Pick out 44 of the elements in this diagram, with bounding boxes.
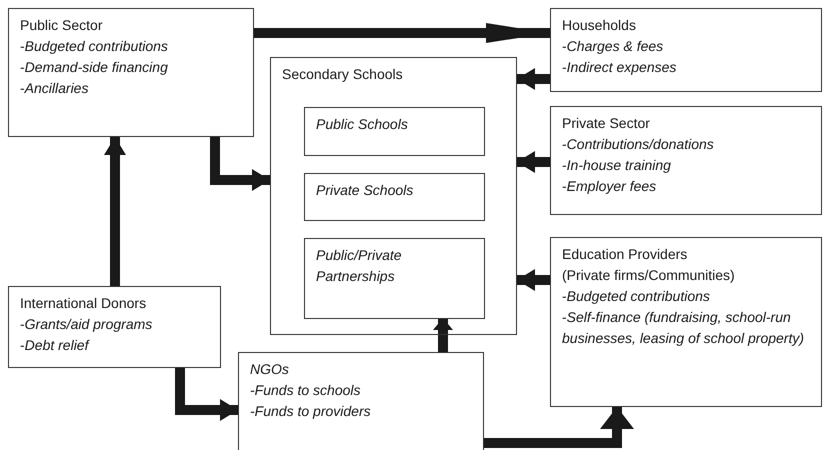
- node-text: -Self-finance (fundraising, school-run businesses, leasing of school property): [562, 308, 806, 348]
- node-heading: Education Providers: [562, 245, 688, 264]
- arrow: [175, 368, 238, 421]
- node-box: [550, 8, 822, 92]
- node-text: -Funds to providers: [250, 402, 372, 421]
- arrow: [210, 137, 270, 191]
- node-box: [270, 57, 517, 335]
- node-heading: International Donors: [20, 294, 148, 313]
- node-heading: Public/Private Partnerships: [316, 246, 403, 286]
- arrow: [517, 151, 550, 173]
- node-heading: Private Schools: [316, 181, 414, 200]
- arrow: [517, 269, 550, 291]
- node-text: -Employer fees: [562, 177, 658, 196]
- node-text: -Funds to schools: [250, 381, 362, 400]
- node-text: -In-house training: [562, 156, 672, 175]
- node-heading: Secondary Schools: [282, 65, 404, 84]
- node-box: [304, 107, 485, 156]
- arrow: [433, 318, 453, 352]
- node-text: -Indirect expenses: [562, 58, 678, 77]
- node-text: -Budgeted contributions: [562, 287, 711, 306]
- node-heading: Private Sector: [562, 114, 651, 133]
- node-box: [304, 238, 485, 319]
- node-text: -Contributions/donations: [562, 135, 715, 154]
- node-text: -Demand-side financing: [20, 58, 169, 77]
- node-box: [304, 173, 485, 221]
- node-text: (Private firms/Communities): [562, 266, 736, 285]
- arrow: [104, 137, 126, 286]
- node-text: -Grants/aid programs: [20, 315, 154, 334]
- node-heading: Public Schools: [316, 115, 409, 134]
- node-box: [8, 8, 254, 137]
- arrow: [254, 23, 550, 43]
- node-text: -Debt relief: [20, 336, 91, 355]
- node-heading: NGOs: [250, 360, 290, 379]
- arrow: [517, 68, 550, 90]
- arrow: [484, 407, 634, 448]
- node-text: -Ancillaries: [20, 79, 90, 98]
- node-box: [8, 286, 221, 368]
- node-box: [550, 237, 822, 407]
- node-box: [238, 352, 484, 450]
- node-text: -Charges & fees: [562, 37, 664, 56]
- node-heading: Households: [562, 16, 637, 35]
- node-box: [550, 106, 822, 215]
- node-text: -Budgeted contributions: [20, 37, 169, 56]
- node-heading: Public Sector: [20, 16, 104, 35]
